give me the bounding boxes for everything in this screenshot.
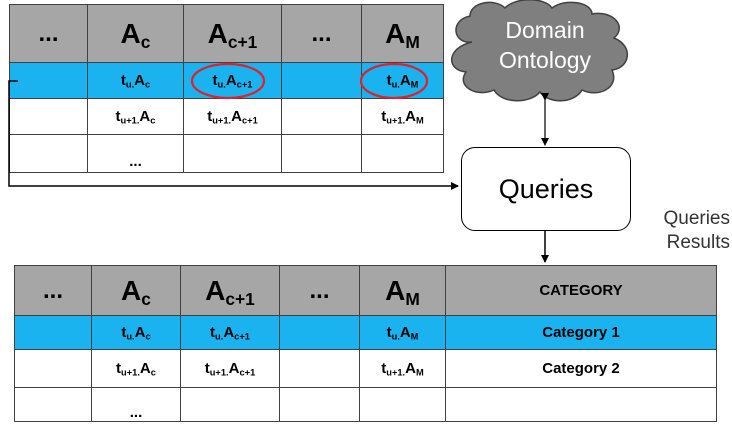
categorized-table-row: tu+1.Ac tu+1.Ac+1 tu+1.AM Category 2 [14,349,717,388]
categorized-table-header-row: ... Ac Ac+1 ... AM CATEGORY [14,265,717,316]
queries-label: Queries [498,173,594,204]
ontology-line-2: Ontology [498,47,592,73]
results-label-line-2: Results [666,232,730,253]
header-attr-c1: Ac+1 [180,265,280,316]
results-label-line-1: Queries [663,208,730,229]
header-attr-c: Ac [91,265,181,316]
cell-tu-ac: tu.Ac [91,315,181,350]
cell-empty [445,387,717,422]
header-ellipsis: ... [9,4,88,63]
categorized-table-row-ellipsis: ... [14,387,717,422]
cell-empty [14,315,92,350]
cell-empty [359,387,446,422]
cell-category-1: Category 1 [445,315,717,350]
cell-tu1-ac: tu+1.Ac [91,349,181,388]
queries-box: Queries [461,147,631,231]
header-attr-c1: Ac+1 [183,4,282,63]
cell-tu-am: tu.AM [359,315,446,350]
queries-results-label: Queries Results [640,207,730,255]
cell-empty [180,387,280,422]
cell-ellipsis: ... [91,387,181,422]
header-attr-m: AM [361,4,444,63]
header-attr-m: AM [359,265,446,316]
header-ellipsis-2: ... [281,4,362,63]
cell-empty [14,349,92,388]
cell-tu1-am: tu+1.AM [359,349,446,388]
categorized-table: ... Ac Ac+1 ... AM CATEGORY tu.Ac tu.Ac+… [14,265,717,422]
cell-empty [14,387,92,422]
cell-empty [279,387,360,422]
domain-ontology-label: Domain Ontology [470,15,620,75]
ontology-line-1: Domain [505,17,585,43]
cell-tu-ac1: tu.Ac+1 [180,315,280,350]
source-table-header-row: ... Ac Ac+1 ... AM [9,4,444,63]
